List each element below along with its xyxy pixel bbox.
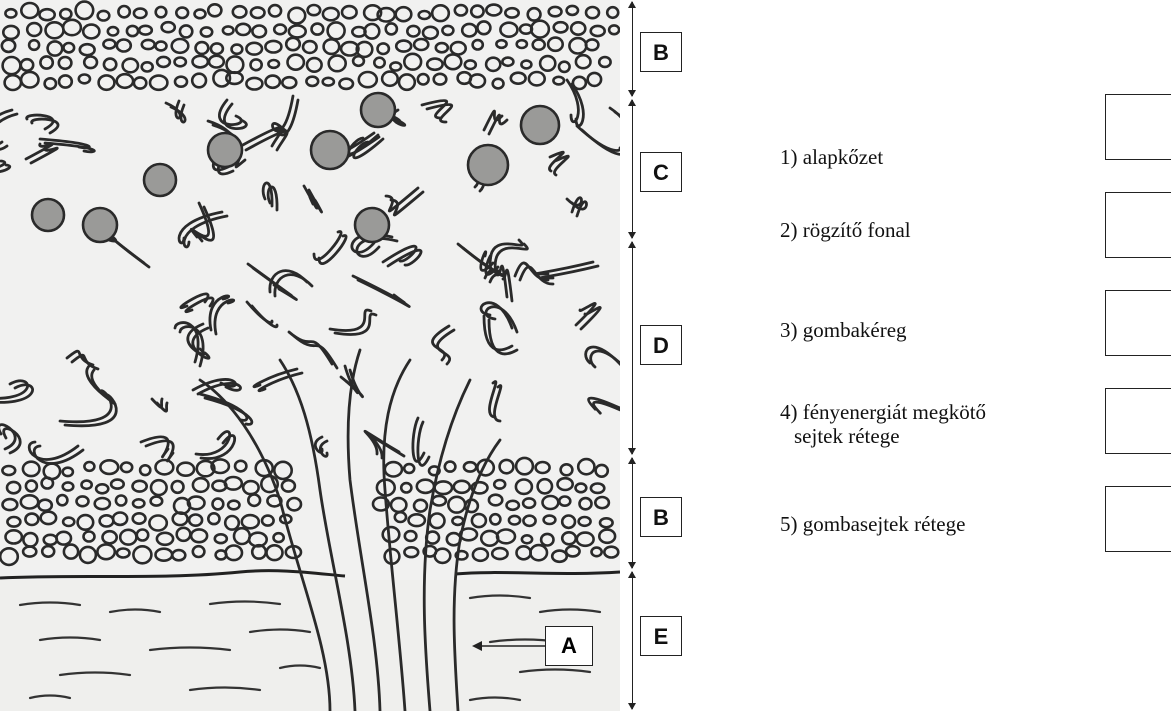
layer-range-d: [632, 242, 633, 454]
algal-cell: [361, 93, 395, 127]
layer-label-d: D: [640, 325, 682, 365]
algal-cell: [355, 208, 389, 242]
layer-label-b-bottom: B: [640, 497, 682, 537]
layer-label-c: C: [640, 152, 682, 192]
item-5-label: 5) gombasejtek rétege: [780, 512, 965, 536]
item-5-text: 5) gombasejtek rétege: [780, 512, 965, 536]
item-4-text-line2: sejtek rétege: [780, 424, 986, 448]
item-2-label: 2) rögzítő fonal: [780, 218, 911, 242]
layer-range-b-top: [632, 2, 633, 96]
lichen-cross-section-drawing: [0, 0, 620, 711]
item-1-label: 1) alapkőzet: [780, 145, 883, 169]
layer-range-e: [632, 572, 633, 709]
item-4-text-line1: 4) fényenergiát megkötő: [780, 400, 986, 424]
answer-box-2[interactable]: [1105, 192, 1171, 258]
answer-box-4[interactable]: [1105, 388, 1171, 454]
answer-box-1[interactable]: [1105, 94, 1171, 160]
algal-cell: [144, 164, 176, 196]
item-3-text: 3) gombakéreg: [780, 318, 907, 342]
item-4-label: 4) fényenergiát megkötő sejtek rétege: [780, 400, 986, 448]
item-3-label: 3) gombakéreg: [780, 318, 907, 342]
algal-cell: [311, 131, 349, 169]
layer-range-c: [632, 100, 633, 238]
answer-box-5[interactable]: [1105, 486, 1171, 552]
answer-box-3[interactable]: [1105, 290, 1171, 356]
algal-cell: [208, 133, 242, 167]
layer-label-b-top: B: [640, 32, 682, 72]
algal-cell: [32, 199, 64, 231]
algal-cell: [468, 145, 508, 185]
label-a: A: [545, 626, 593, 666]
item-2-text: 2) rögzítő fonal: [780, 218, 911, 242]
algal-cell: [521, 106, 559, 144]
layer-range-b-bottom: [632, 458, 633, 568]
item-1-text: 1) alapkőzet: [780, 145, 883, 169]
algal-cell: [83, 208, 117, 242]
layer-label-e: E: [640, 616, 682, 656]
